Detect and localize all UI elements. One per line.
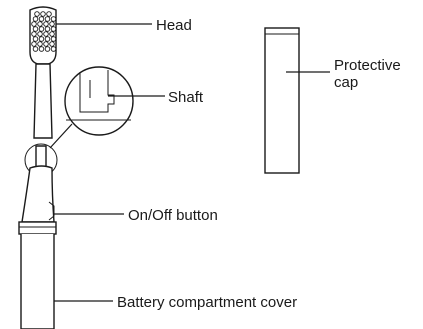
label-on-off-button: On/Off button [128, 207, 218, 224]
bristle-dot [32, 26, 39, 32]
bristle-dot [34, 11, 40, 17]
bristle-dot [38, 16, 45, 22]
bristle-dot [31, 31, 37, 37]
label-head: Head [156, 17, 192, 34]
bristle-dot [44, 46, 51, 52]
bristle-dot [49, 21, 55, 27]
bristle-dot [37, 41, 43, 47]
bristle-dot [37, 31, 43, 37]
bristle-dot [31, 41, 37, 47]
bristle-dot [50, 36, 57, 42]
bristle-dot [38, 46, 45, 52]
brush-head-drawing [29, 6, 57, 139]
bristle-dot [32, 16, 39, 22]
protective-cap-drawing [264, 27, 300, 174]
bristle-dot [46, 11, 52, 17]
bristle-dot [43, 41, 49, 47]
label-protective-cap-line1: Protective [334, 57, 401, 74]
bristles [31, 11, 57, 52]
bristle-dot [44, 26, 51, 32]
bristle-dot [32, 46, 39, 52]
bristle-dot [32, 36, 39, 42]
handle-drawing [18, 145, 57, 329]
label-shaft: Shaft [168, 89, 204, 106]
shaft-magnifier [49, 66, 134, 149]
bristle-dot [49, 31, 55, 37]
bristle-dot [38, 26, 45, 32]
bristle-dot [44, 36, 51, 42]
label-battery-cover: Battery compartment cover [117, 294, 297, 311]
bristle-dot [31, 21, 37, 27]
bristle-dot [50, 26, 57, 32]
bristle-dot [50, 46, 57, 52]
label-protective-cap-line2: cap [334, 74, 358, 91]
bristle-dot [50, 16, 57, 22]
bristle-dot [49, 41, 55, 47]
bristle-dot [37, 21, 43, 27]
bristle-dot [38, 36, 45, 42]
bristle-dot [40, 11, 46, 17]
bristle-dot [44, 16, 51, 22]
bristle-dot [43, 31, 49, 37]
bristle-dot [43, 21, 49, 27]
